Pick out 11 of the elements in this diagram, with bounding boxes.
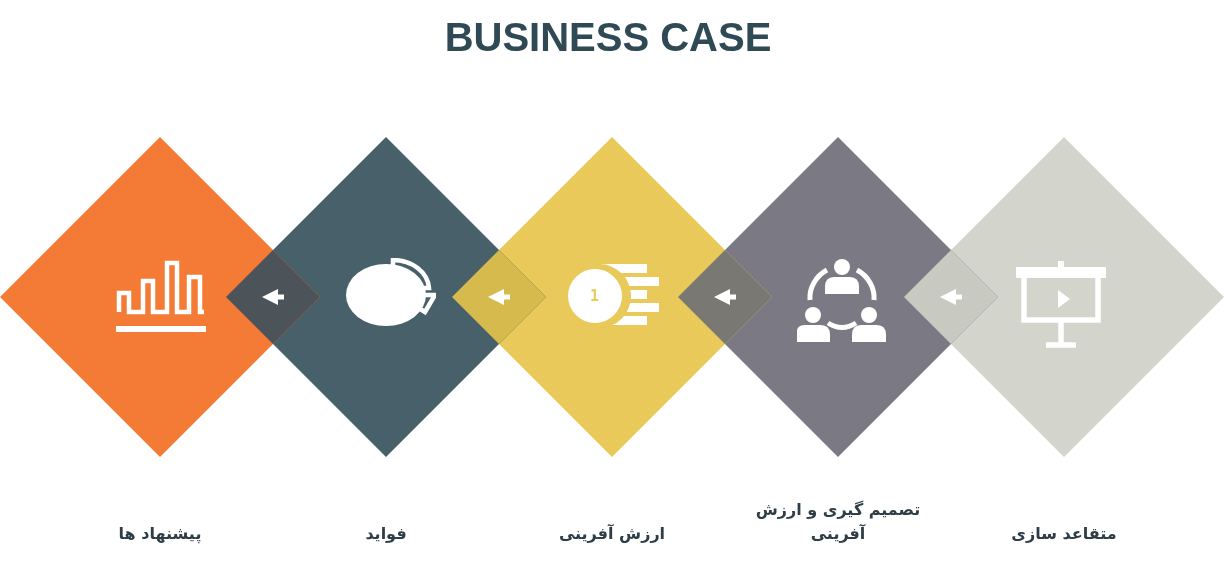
title: BUSINESS CASE [443, 14, 773, 61]
step-label: پیشنهاد ها [117, 523, 203, 546]
coin-number: 1 [590, 287, 600, 305]
arrow [488, 289, 510, 305]
arrow [262, 289, 284, 305]
arrow [714, 289, 736, 305]
step-label: ارزش آفرینی [557, 523, 667, 545]
arrow [940, 289, 962, 305]
step-label: تصمیم گیری و ارزش آفرینی [754, 499, 922, 545]
step-label: متقاعد سازی [1010, 523, 1118, 545]
step-label: فواید [364, 523, 408, 545]
